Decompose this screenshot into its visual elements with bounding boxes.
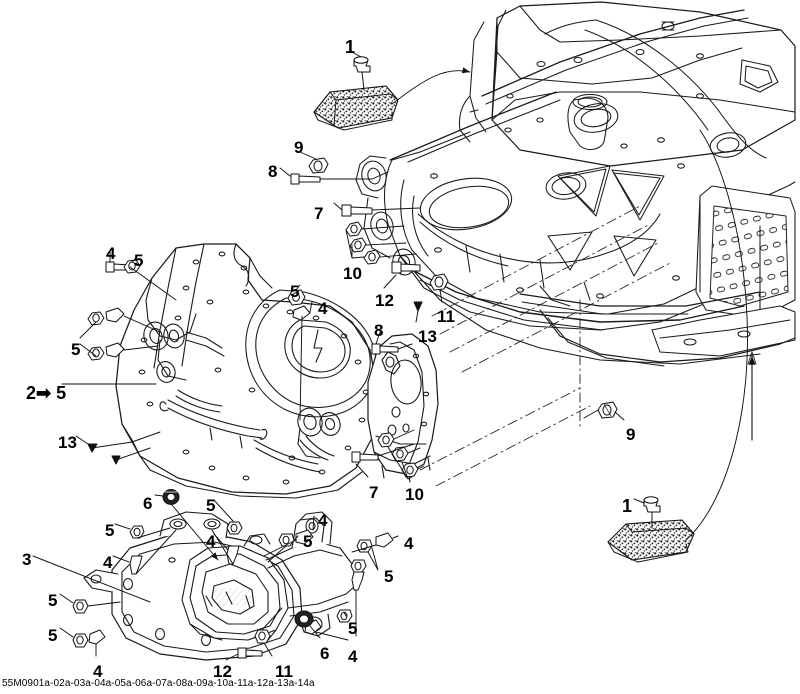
nut-11-top [429,273,449,291]
callout-5-tunnel-mid-nut: 5 [290,282,300,301]
bolt-12-top [391,261,421,274]
spacer-6-top [162,489,180,505]
callout-5-bracket-nut-b: 5 [206,496,216,515]
callout-5-tunnel-upper-nut: 5 [134,251,144,270]
main-frame-assembly [355,1,796,367]
bolt-4-bracket-e [351,571,365,591]
callout-4-bracket-bolt-a: 4 [103,553,113,572]
nut-5-lower-right [336,609,353,623]
callout-8-lower-bolt: 8 [374,321,384,340]
nut-5-bracket-b [226,521,243,535]
nut-5-tunnel-mid [287,289,306,306]
loose-fasteners [72,157,618,659]
nut-5-bracket-a [129,525,145,539]
callout-5-front-nut-b: 5 [48,626,58,645]
callout-5-bracket-nut-d: 5 [384,567,394,586]
bolt-4-tunnel-left-b [105,342,125,358]
rivet-13-top [413,301,423,312]
bolt-4-tunnel-left-a [105,307,125,323]
nut-5-front-a [72,599,89,614]
callout-9-top-nut: 9 [294,138,304,157]
diagram-reference-code: 55M0901a-02a-03a-04a-05a-06a-07a-08a-09a… [2,678,315,689]
callout-7-upper-bolt: 7 [314,204,324,223]
callout-12-upper-bolt: 12 [375,291,394,310]
bolt-7-top [341,204,373,217]
nut-11-lower [254,629,271,644]
bolt-12-lower [237,647,263,659]
callout-13-upper-rivet: 13 [418,327,437,346]
bolt-8-lower [371,343,399,355]
rivets-13-tunnel [87,443,121,465]
callout-4-lower-bolt: 4 [348,647,358,666]
callout-4-bracket-bolt-d: 4 [404,534,414,553]
callout-11-lower-nut: 11 [275,662,293,681]
callout-5-front-nut-a: 5 [48,591,58,610]
callout-4-tunnel-upper-bolt: 4 [106,244,116,263]
callout-3-front-bracket: 3 [22,550,32,569]
tunnel-assembly-part-2 [115,243,379,499]
nut-9-right [597,401,618,419]
callout-7-lower-bolt: 7 [369,483,379,502]
bolt-4-front [88,629,106,645]
callout-5-lower-nut: 5 [348,619,358,638]
callout-11-upper-nut: 11 [437,307,455,326]
callout-4-front-bolt: 4 [93,662,103,681]
callout-4-tunnel-mid-bolt: 4 [318,299,328,318]
callout-10-upper-nuts: 10 [343,264,362,283]
nut-5-tunnel-left-b [87,346,105,361]
callout-9-right-nut: 9 [626,425,636,444]
callout-6-spacer-top: 6 [143,494,153,513]
nuts-10-top [345,221,381,265]
nut-5-front-b [72,633,89,648]
bolt-7-lower [351,451,379,463]
callout-4-bracket-bolt-b: 4 [206,532,216,551]
callout-4-bracket-bolt-c: 4 [318,511,328,530]
nut-5-bracket-c [278,533,295,547]
callout-5-bracket-nut-a: 5 [105,521,115,540]
fastener-1-top [353,56,371,91]
nut-5-tunnel-upper [123,259,141,274]
bolt-4-bracket-c [295,529,314,545]
nut-5-bracket-e [350,559,367,573]
bolt-4-tunnel-mid [292,305,311,321]
foot-grip-pad-top [313,85,399,131]
callout-12-lower-bolt: 12 [213,662,232,681]
callout-1-top-grip-pad: 1 [345,37,356,57]
callout-1-right-grip-pad: 1 [622,496,633,516]
callout-8-top-bolt: 8 [268,162,278,181]
callout-10-lower-nuts: 10 [405,485,424,504]
fastener-1-right [643,496,661,529]
front-support-bracket-part-3 [83,511,363,661]
spacer-6-lower [294,610,314,628]
foot-grip-pad-right [607,519,695,563]
callout-5-bracket-nut-c: 5 [303,532,313,551]
callout-5-tunnel-left-nuts: 5 [71,340,81,359]
callout-2-arrow-5-tunnel: 2➡ 5 [26,383,67,403]
bolt-4-bracket-d [375,532,394,548]
callout-6-spacer-lower: 6 [320,644,330,663]
bolt-8-top [290,173,321,185]
nut-5-tunnel-left-a [87,311,105,326]
nut-9-top [308,157,329,174]
callout-13-tunnel-rivet: 13 [58,433,77,452]
